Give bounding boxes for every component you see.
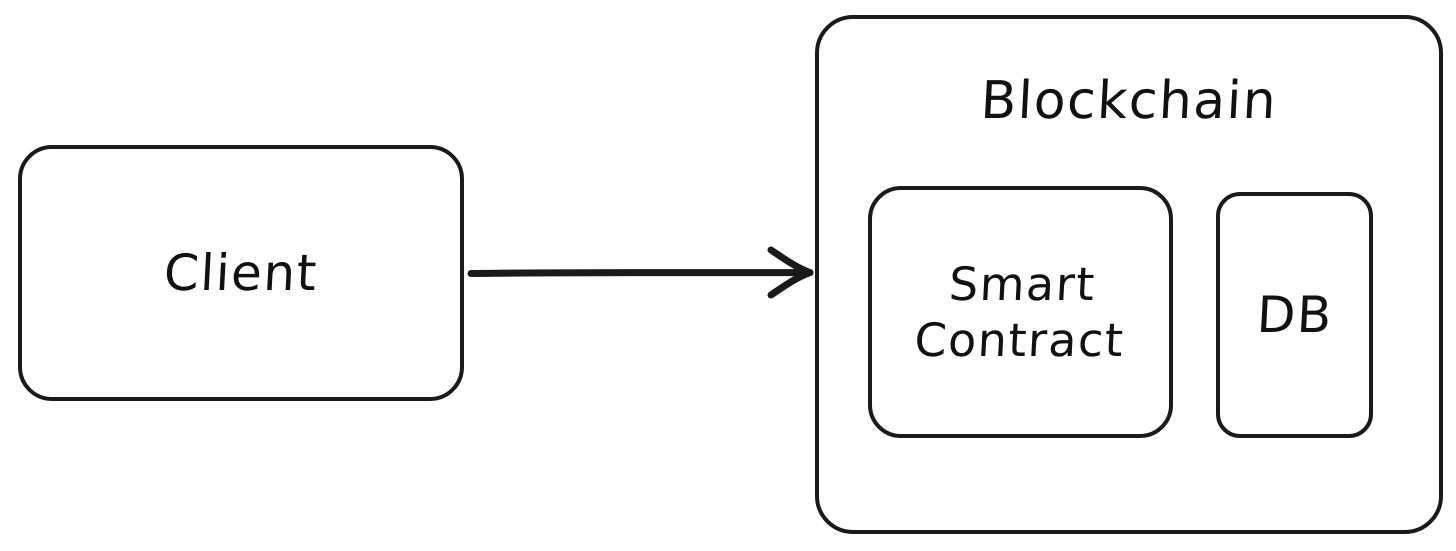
node-smart-contract-label: Smart Contract (912, 256, 1126, 367)
node-db-label: DB (1255, 286, 1334, 344)
arrow-icon (467, 246, 814, 299)
node-smart-contract[interactable]: Smart Contract (868, 186, 1173, 438)
node-blockchain-label: Blockchain (979, 71, 1279, 131)
node-client-label: Client (162, 244, 320, 302)
edge-client-to-blockchain (465, 238, 821, 310)
node-db[interactable]: DB (1216, 192, 1373, 438)
node-client[interactable]: Client (18, 145, 464, 401)
